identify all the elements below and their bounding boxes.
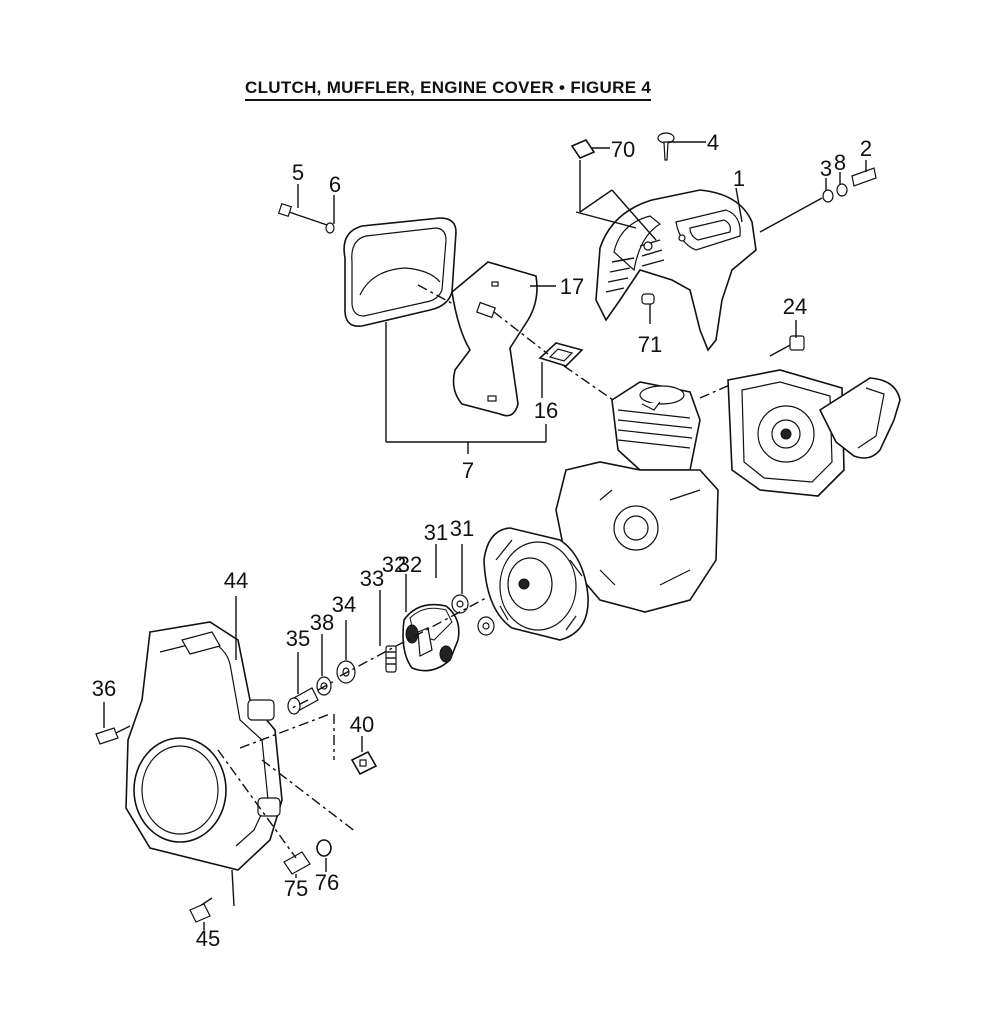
housing-screw-36 [95,725,131,745]
cover-nut-70 [570,139,596,159]
label-45: 45 [196,926,220,951]
label-36: 36 [92,676,116,701]
clutch-spring [385,645,397,673]
label-3: 3 [820,156,832,181]
label-32b: 32 [382,552,406,577]
grommet-71 [641,293,655,305]
engine-cylinder [611,381,701,471]
washer-38 [316,676,332,696]
label-2: 2 [860,136,872,161]
label-5: 5 [292,160,304,185]
label-7: 7 [462,458,474,483]
label-24: 24 [783,294,807,319]
label-44: 44 [224,568,248,593]
figure-title: CLUTCH, MUFFLER, ENGINE COVER • FIGURE 4 [245,78,695,101]
muffler-bolt [277,202,331,227]
label-31b: 31 [450,516,474,541]
screw-75 [283,851,311,875]
muffler-washer [325,222,335,234]
label-34: 34 [332,592,356,617]
washer-3 [822,189,834,203]
label-35: 35 [286,626,310,651]
label-40: 40 [350,712,374,737]
label-70: 70 [611,137,635,162]
cover-screw-4 [657,132,675,161]
label-33: 33 [360,566,384,591]
label-16: 16 [534,398,558,423]
assembly-lines [217,284,733,859]
label-1: 1 [733,166,745,191]
washer-31b [477,616,495,636]
label-4: 4 [707,130,719,155]
washer-34 [336,660,356,684]
muffler-cover [343,217,457,328]
nut-76 [316,839,332,857]
clutch-bolt [287,687,319,715]
clutch-assembly [402,603,460,672]
label-76: 76 [315,870,339,895]
figure-title-text: CLUTCH, MUFFLER, ENGINE COVER • FIGURE 4 [245,78,652,101]
washer-31a [451,594,469,614]
nut-40 [350,750,378,776]
fan-housing [125,621,283,871]
label-17: 17 [560,274,584,299]
engine-cover [595,189,757,352]
muffler-gasket [538,342,584,367]
cover-screw-2 [851,167,877,187]
part-labels: 1 2 3 8 4 70 5 6 17 24 71 16 7 31 31 32 … [92,130,872,951]
leader-lines [103,141,867,930]
recoil-starter [727,369,901,497]
housing-screw-45 [189,897,213,923]
flywheel [483,527,589,641]
label-8: 8 [834,150,846,175]
heat-shield-plate [451,261,538,417]
label-71: 71 [638,332,662,357]
label-6: 6 [329,172,341,197]
label-32a: 32 [398,552,422,577]
crankcase [555,461,719,613]
label-31a: 31 [424,520,448,545]
label-75: 75 [284,876,308,901]
starter-bolt [769,335,805,357]
label-38: 38 [310,610,334,635]
washer-8 [836,183,848,197]
